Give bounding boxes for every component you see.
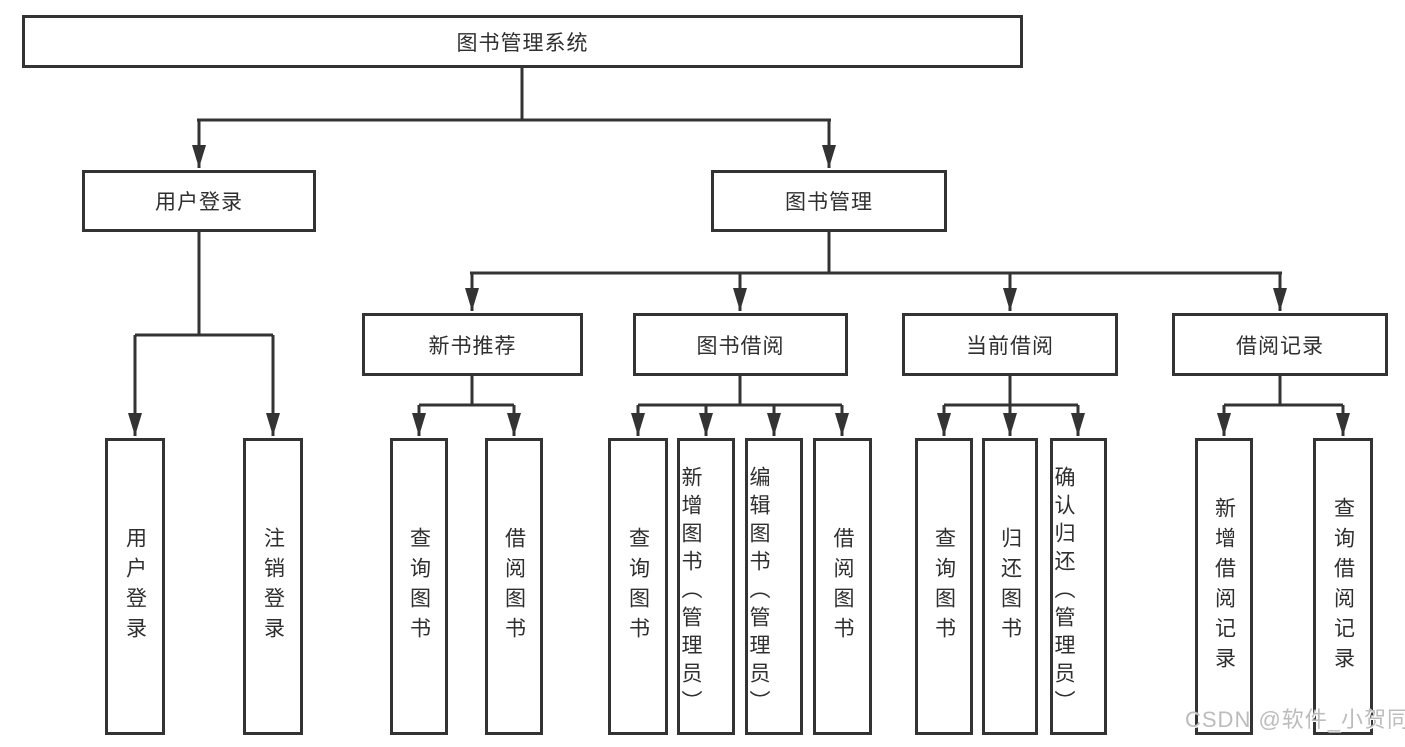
connector-login-split	[135, 232, 273, 337]
leaf-borrowing-borrow-books: 借阅图书	[813, 438, 872, 735]
connector-borrow-split	[638, 376, 842, 407]
connector-records-split	[1224, 376, 1343, 407]
leaf-current-return-books: 归还图书	[982, 438, 1038, 735]
leaf-logout: 注销登录	[243, 438, 303, 735]
node-root-system: 图书管理系统	[22, 15, 1023, 68]
connector-newbooks-split	[419, 376, 514, 407]
leaf-borrowing-edit-books-admin: 编辑图书（管理员）	[745, 438, 803, 735]
node-book-management: 图书管理	[711, 170, 947, 232]
node-borrowing-records: 借阅记录	[1172, 313, 1388, 376]
leaf-current-query-books: 查询图书	[915, 438, 973, 735]
csdn-watermark: CSDN @软件_小贺同学	[1185, 707, 1405, 732]
node-user-login: 用户登录	[82, 170, 316, 232]
node-new-book-recommend: 新书推荐	[362, 313, 583, 376]
leaf-newbooks-query-books: 查询图书	[390, 438, 448, 735]
leaf-newbooks-borrow-books: 借阅图书	[485, 438, 543, 735]
node-current-borrowing: 当前借阅	[902, 313, 1118, 376]
leaf-borrowing-add-books-admin: 新增图书（管理员）	[677, 438, 735, 735]
connector-current-split	[944, 376, 1078, 407]
leaf-borrowing-query-books: 查询图书	[608, 438, 668, 735]
connector-root-split	[197, 68, 831, 122]
leaf-user-login: 用户登录	[105, 438, 165, 735]
leaf-records-query-record: 查询借阅记录	[1313, 438, 1373, 735]
leaf-current-confirm-return-admin: 确认归还（管理员）	[1050, 438, 1107, 735]
node-book-borrowing: 图书借阅	[633, 313, 848, 376]
connector-mgmt-split	[470, 232, 1282, 275]
leaf-records-add-record: 新增借阅记录	[1195, 438, 1253, 735]
